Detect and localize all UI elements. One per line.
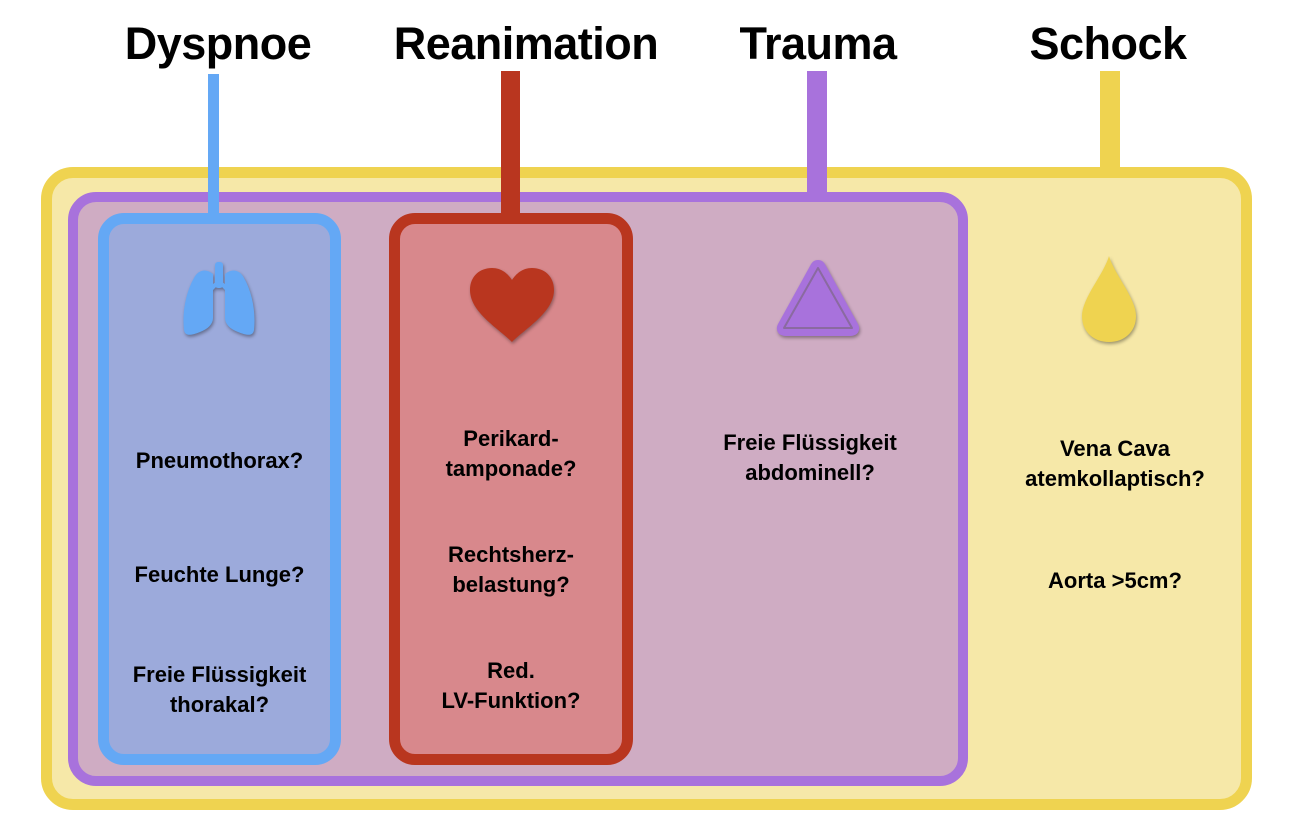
title-dyspnoe: Dyspnoe <box>124 18 312 69</box>
question-perikardtamponade: Perikard- tamponade? <box>445 426 577 481</box>
question-freie-fluessigkeit-abdominell: Freie Flüssigkeit abdominell? <box>723 430 897 485</box>
title-trauma: Trauma <box>739 18 897 69</box>
drop-icon <box>1078 254 1140 346</box>
question-aorta: Aorta >5cm? <box>1048 568 1182 593</box>
question-rechtsherzbelastung: Rechtsherz- belastung? <box>448 542 574 597</box>
title-reanimation: Reanimation <box>393 18 659 69</box>
connector-trauma <box>807 71 827 194</box>
reanimation-box <box>389 213 633 765</box>
lungs-icon <box>178 260 260 340</box>
question-lv-funktion: Red. LV-Funktion? <box>441 658 581 713</box>
question-feuchte-lunge: Feuchte Lunge? <box>134 562 305 587</box>
connector-schock <box>1100 71 1120 169</box>
dyspnoe-box <box>98 213 341 765</box>
connector-reanimation <box>501 71 520 215</box>
heart-icon <box>468 266 556 344</box>
triangle-warning-icon <box>774 256 862 342</box>
question-freie-fluessigkeit-thorakal: Freie Flüssigkeit thorakal? <box>132 662 307 717</box>
title-schock: Schock <box>1029 18 1187 69</box>
question-vena-cava: Vena Cava atemkollaptisch? <box>1025 436 1205 491</box>
connector-dyspnoe <box>208 74 219 215</box>
question-pneumothorax: Pneumothorax? <box>135 448 304 473</box>
